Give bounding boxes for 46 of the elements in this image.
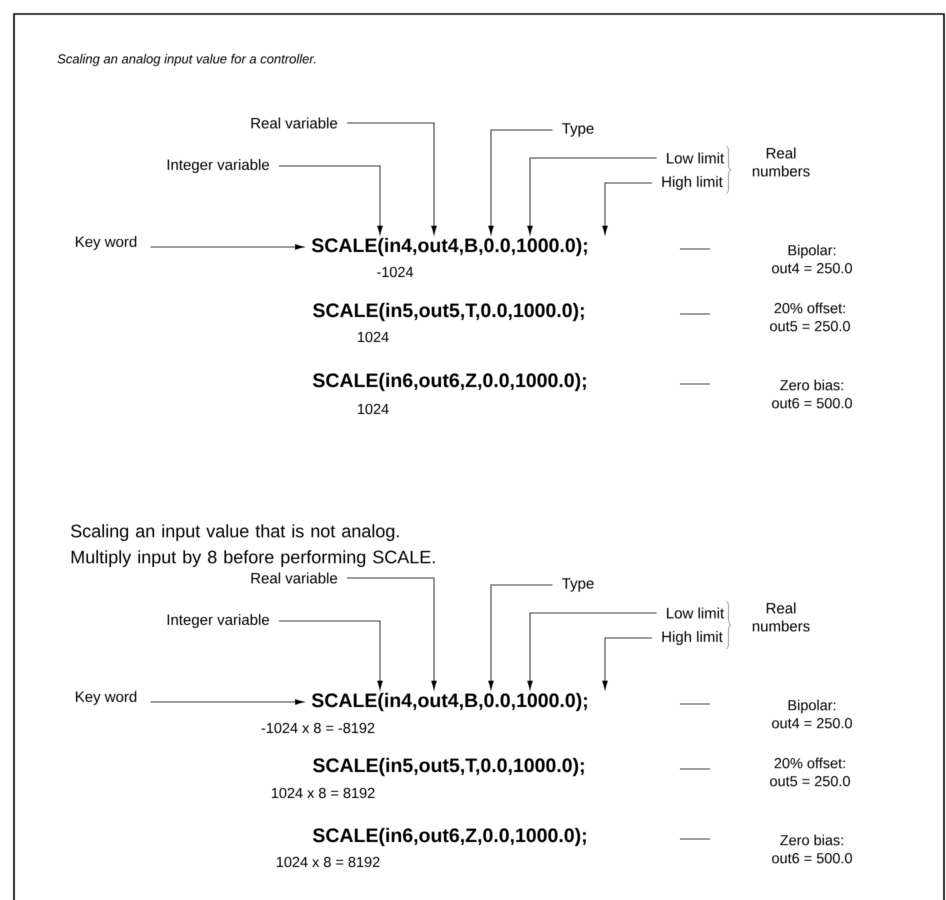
arrow (150, 699, 304, 705)
leader-label: Low limit (667, 608, 724, 618)
leader-label: High limit (662, 631, 723, 645)
leader-line (346, 122, 437, 235)
section-heading: Scaling an input value that is not analog. Multiply input by 8 before performing SCALE. (71, 524, 435, 567)
leader-label: Type (562, 123, 594, 137)
code-statement: SCALE(in6,out6,Z,0.0,1000.0); (312, 828, 586, 846)
leader-line (527, 158, 658, 235)
value-note: 1024 (358, 404, 389, 414)
result-note: Bipolar: out4 = 250.0 (772, 244, 852, 274)
code-statement: SCALE(in5,out5,T,0.0,1000.0); (313, 302, 584, 322)
leader-label: Real variable (251, 572, 338, 584)
result-note: Zero bias: out6 = 500.0 (772, 380, 852, 408)
leader-label: Low limit (667, 152, 724, 164)
result-note: Zero bias: out6 = 500.0 (772, 834, 852, 864)
leader-label: Key word (76, 691, 136, 705)
leader-label: Real variable (251, 118, 338, 128)
value-note: 1024 x 8 = 8192 (276, 856, 380, 868)
value-note: 1024 x 8 = 8192 (272, 788, 374, 798)
value-note: 1024 (358, 332, 389, 342)
leader-line (527, 612, 658, 690)
leader-label: Integer variable (168, 159, 269, 173)
code-statement: SCALE(in5,out5,T,0.0,1000.0); (313, 758, 584, 776)
value-note: -1024 (377, 266, 414, 278)
leader-label: Integer variable (168, 614, 269, 628)
value-note: -1024 x 8 = -8192 (262, 722, 374, 734)
result-note: 20% offset: out5 = 250.0 (770, 758, 850, 786)
leader-line (346, 578, 437, 690)
leader-line (278, 166, 383, 235)
leader-label: High limit (662, 176, 723, 190)
leader-line (488, 130, 553, 235)
code-statement: SCALE(in4,out4,B,0.0,1000.0); (312, 238, 587, 256)
leader-label: Type (562, 578, 594, 592)
leader-line (602, 182, 652, 235)
result-note: Bipolar: out4 = 250.0 (772, 700, 852, 728)
code-statement: SCALE(in6,out6,Z,0.0,1000.0); (312, 372, 586, 392)
title: Scaling an analog input value for a controller. (58, 54, 316, 66)
leader-line (278, 620, 383, 690)
brace-note: Real numbers (752, 602, 810, 632)
brace-note: Real numbers (752, 148, 810, 176)
leader-label: Key word (76, 236, 136, 250)
code-statement: SCALE(in4,out4,B,0.0,1000.0); (312, 692, 587, 712)
leader-line (488, 584, 553, 690)
arrow (150, 244, 304, 250)
leader-line (602, 638, 652, 690)
result-note: 20% offset: out5 = 250.0 (770, 302, 850, 332)
